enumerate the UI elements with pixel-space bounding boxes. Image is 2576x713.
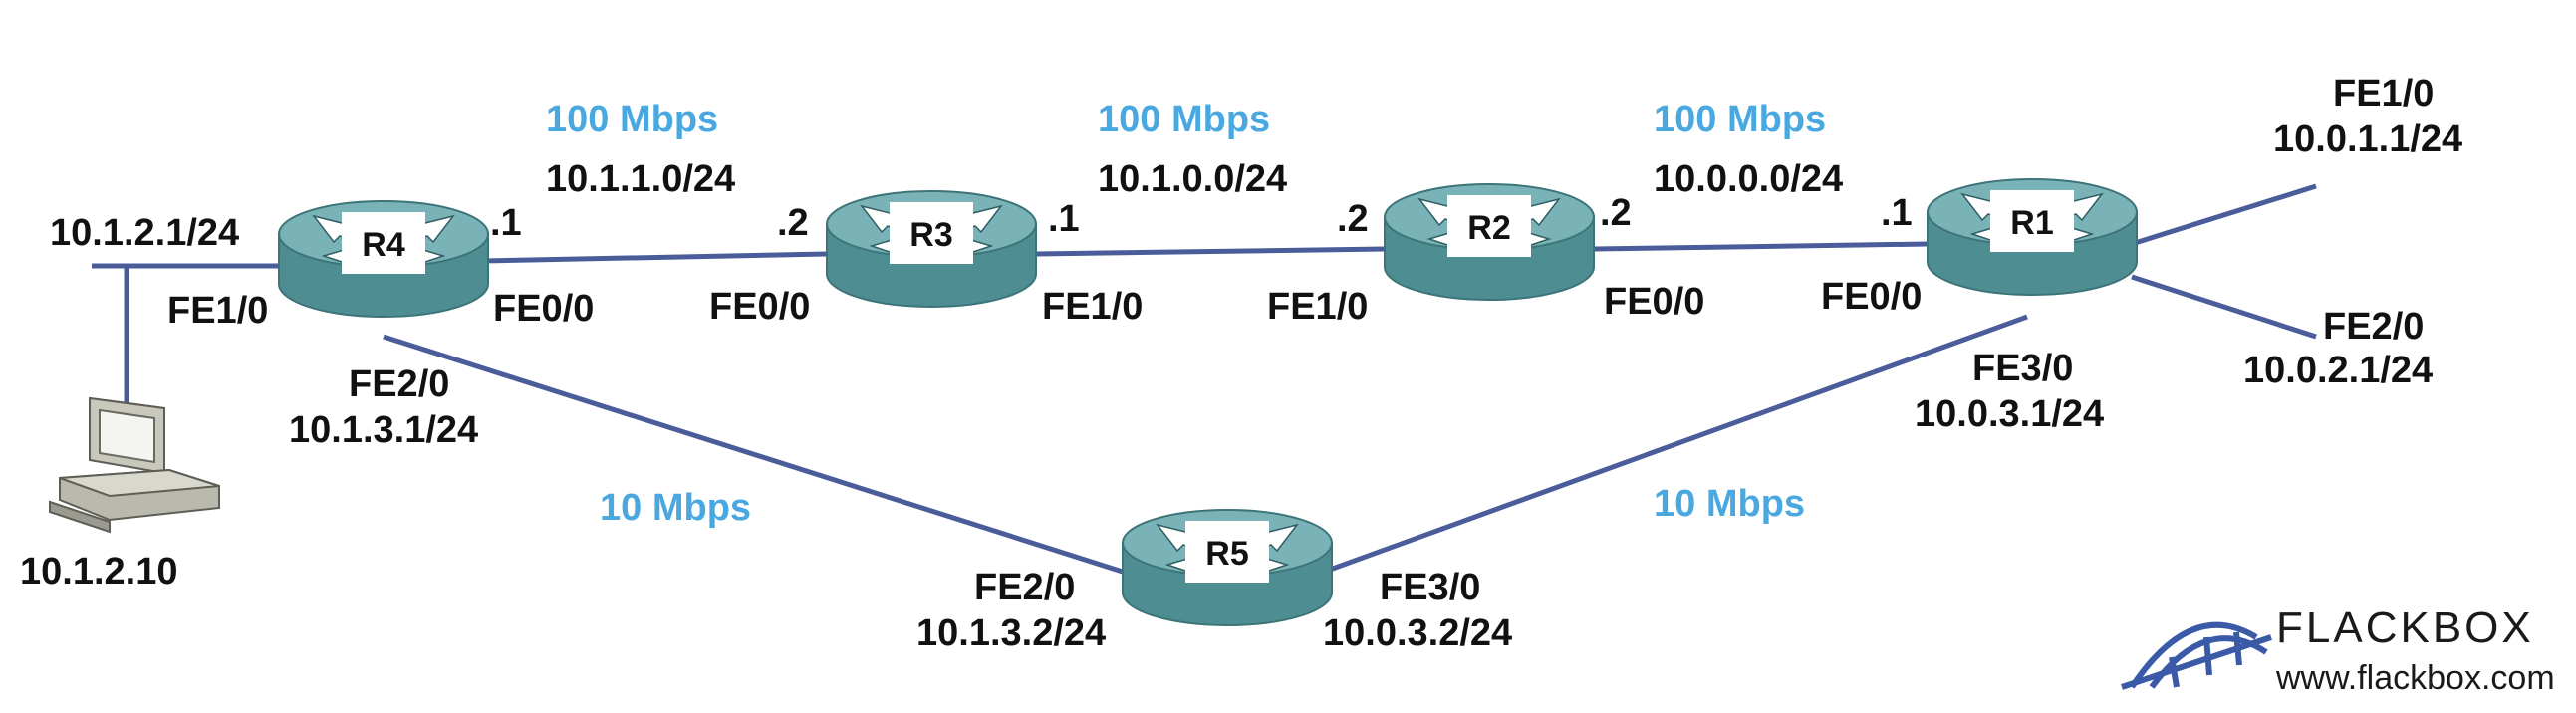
r4-lan-iface: FE1/0: [167, 290, 268, 332]
r5-r1-r1-ip: 10.0.3.1/24: [1915, 393, 2104, 435]
router-r1-label: R1: [2010, 204, 2053, 242]
r2-r1-r1-host: .1: [1881, 192, 1913, 234]
r4-r3-r3-iface: FE0/0: [709, 286, 810, 328]
router-r2-label: R2: [1467, 209, 1510, 247]
link-r5-r1: [1329, 314, 2028, 573]
r4-r3-r4-host: .1: [490, 202, 522, 244]
r3-r2-speed: 100 Mbps: [1098, 99, 1270, 140]
r2-r1-subnet: 10.0.0.0/24: [1654, 158, 1843, 200]
flackbox-brand-text: FLACKBOX: [2276, 603, 2534, 652]
r4-r3-subnet: 10.1.1.0/24: [546, 158, 735, 200]
r3-r2-r2-host: .2: [1337, 198, 1369, 240]
r1-fe20-ip: 10.0.2.1/24: [2243, 350, 2433, 391]
labels: 10.1.2.1/24 FE1/0 10.1.2.10 100 Mbps 10.…: [20, 73, 2462, 654]
router-r4[interactable]: R4: [278, 200, 489, 318]
r2-r1-r1-iface: FE0/0: [1821, 276, 1922, 318]
r5-r1-r5-ip: 10.0.3.2/24: [1323, 612, 1512, 654]
r3-r2-r2-iface: FE1/0: [1267, 286, 1368, 328]
r2-r1-speed: 100 Mbps: [1654, 99, 1826, 140]
r1-fe10-iface: FE1/0: [2333, 73, 2434, 115]
link-r2-r1: [1593, 241, 1929, 252]
r4-r5-speed: 10 Mbps: [600, 487, 751, 529]
links: [92, 183, 2317, 576]
flackbox-logo: FLACKBOX www.flackbox.com: [2121, 603, 2555, 697]
router-r5-label: R5: [1205, 535, 1248, 573]
r5-r1-r1-iface: FE3/0: [1972, 348, 2073, 389]
router-r1[interactable]: R1: [1927, 178, 2138, 296]
flackbox-bridge-icon: [2121, 621, 2272, 690]
r4-r5-r5-ip: 10.1.3.2/24: [916, 612, 1106, 654]
router-r4-label: R4: [362, 226, 405, 264]
r3-r2-subnet: 10.1.0.0/24: [1098, 158, 1287, 200]
r3-r2-r3-iface: FE1/0: [1042, 286, 1143, 328]
router-r2[interactable]: R2: [1384, 183, 1595, 301]
router-r5[interactable]: R5: [1122, 509, 1333, 626]
router-r3[interactable]: R3: [826, 190, 1037, 308]
r5-r1-speed: 10 Mbps: [1654, 483, 1805, 525]
link-r4-r5: [383, 334, 1127, 576]
flackbox-url-text: www.flackbox.com: [2275, 659, 2555, 697]
link-r4-r3: [482, 251, 828, 264]
r4-r3-speed: 100 Mbps: [546, 99, 718, 140]
r4-r5-r4-ip: 10.1.3.1/24: [289, 409, 478, 451]
link-r1-fe10: [2131, 183, 2317, 247]
router-r3-label: R3: [909, 216, 952, 254]
r1-fe20-iface: FE2/0: [2323, 306, 2424, 348]
r4-r3-r4-iface: FE0/0: [493, 288, 594, 330]
r4-r5-r5-iface: FE2/0: [974, 567, 1075, 608]
r2-r1-r2-iface: FE0/0: [1604, 281, 1704, 323]
r4-lan-ip: 10.1.2.1/24: [50, 212, 239, 254]
pc-ip: 10.1.2.10: [20, 551, 177, 593]
link-r3-r2: [1035, 246, 1386, 257]
pc-icon[interactable]: [49, 396, 220, 534]
r1-fe10-ip: 10.0.1.1/24: [2273, 119, 2462, 160]
r5-r1-r5-iface: FE3/0: [1380, 567, 1480, 608]
r3-r2-r3-host: .1: [1048, 198, 1080, 240]
r4-r5-r4-iface: FE2/0: [349, 363, 449, 405]
r4-r3-r3-host: .2: [777, 202, 809, 244]
link-r1-fe20: [2131, 274, 2317, 340]
r2-r1-r2-host: .2: [1600, 192, 1632, 234]
